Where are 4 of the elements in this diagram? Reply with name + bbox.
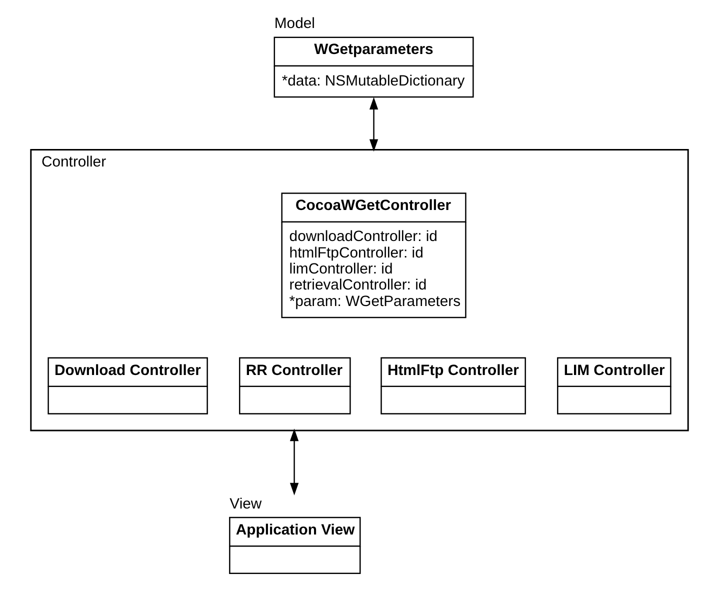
node-label: View	[229, 496, 262, 512]
arrow	[289, 428, 298, 496]
node-label: Model	[274, 16, 314, 32]
arrow	[368, 97, 378, 152]
